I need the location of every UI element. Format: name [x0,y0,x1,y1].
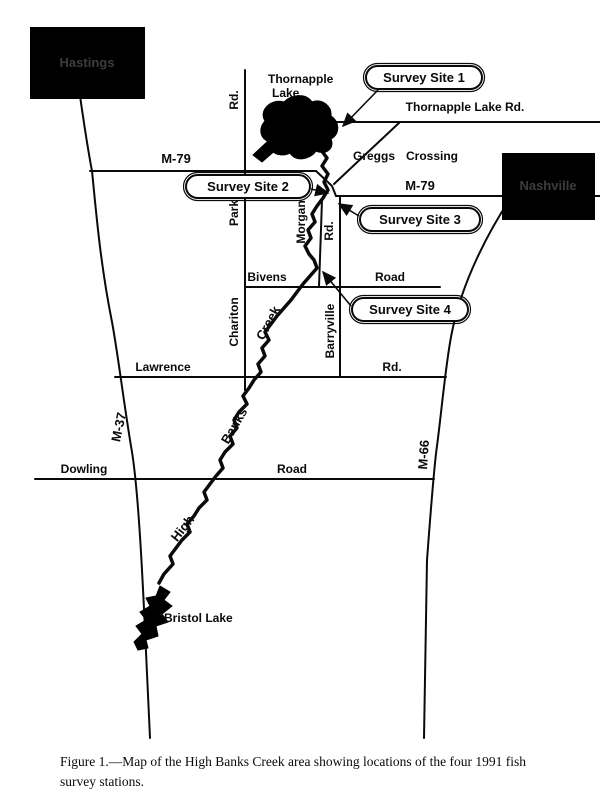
survey-site-4-pill [351,297,469,322]
city-box-nashville [502,153,595,220]
map-figure: Hastings Nashville M-79 Thornapple Lake … [30,27,600,739]
label-creek-word-creek: Creek [253,303,284,343]
survey-site-1-label: Survey Site 1 [383,70,465,85]
survey-site-4-arrow [321,270,352,307]
label-park: Park [227,200,241,226]
survey-site-1-callout: Survey Site 1 [341,62,486,128]
survey-site-1-pill-outline [362,62,486,93]
figure-caption: Figure 1.—Map of the High Banks Creek ar… [60,752,560,791]
survey-site-3-pill-outline [356,204,484,235]
creek-high-banks [157,148,330,585]
label-bivens-road: Road [375,270,405,284]
figure-caption-line2: survey stations. [60,773,144,789]
survey-site-3-arrow [337,203,360,217]
label-creek-word-banks: Banks [218,405,251,446]
label-lawrence-rd-abbrev: Rd. [382,360,401,374]
label-park-rd-abbrev: Rd. [227,90,241,109]
road-m37 [74,56,151,739]
label-thornapple-line2: Lake [272,86,300,100]
label-bristol-lake: Bristol Lake [164,611,233,625]
label-greggs: Greggs [353,149,395,163]
lake-thornapple-tail [252,140,279,163]
lake-bristol [133,585,173,651]
label-barryville: Barryville [323,303,337,358]
road-morgan [318,199,323,288]
survey-site-2-arrow [310,183,330,197]
label-morgan-rd-abbrev: Rd. [322,221,336,240]
road-m66 [423,195,513,739]
label-dowling-road: Road [277,462,307,476]
label-lawrence: Lawrence [135,360,191,374]
label-chariton: Chariton [227,297,241,346]
figure-caption-line1: Figure 1.—Map of the High Banks Creek ar… [60,754,527,769]
survey-site-2-callout: Survey Site 2 [182,171,330,202]
survey-site-4-pill-outline [348,294,472,325]
survey-site-4-label: Survey Site 4 [369,302,451,317]
label-m79-right: M-79 [405,178,435,193]
city-label-hastings: Hastings [60,55,115,70]
label-crossing: Crossing [406,149,458,163]
survey-site-2-pill-outline [182,171,314,202]
survey-site-1-pill [365,65,483,90]
road-junction-connector [315,170,337,197]
survey-site-1-arrow [341,89,379,128]
label-m66: M-66 [415,439,432,470]
city-label-nashville: Nashville [519,178,576,193]
label-morgan: Morgan [294,200,308,243]
label-m37: M-37 [108,411,129,443]
label-thornapple-lake-rd: Thornapple Lake Rd. [406,100,525,114]
label-dowling: Dowling [61,462,108,476]
survey-site-2-pill [185,174,311,199]
survey-site-4-callout: Survey Site 4 [321,270,472,325]
survey-site-2-label: Survey Site 2 [207,179,289,194]
survey-site-3-callout: Survey Site 3 [337,203,484,235]
city-box-hastings [30,27,145,99]
survey-site-3-pill [359,207,481,232]
label-bivens: Bivens [247,270,287,284]
survey-site-3-label: Survey Site 3 [379,212,461,227]
label-thornapple-line1: Thornapple [268,72,334,86]
road-greggs-crossing [333,121,401,185]
label-m79-left: M-79 [161,151,191,166]
